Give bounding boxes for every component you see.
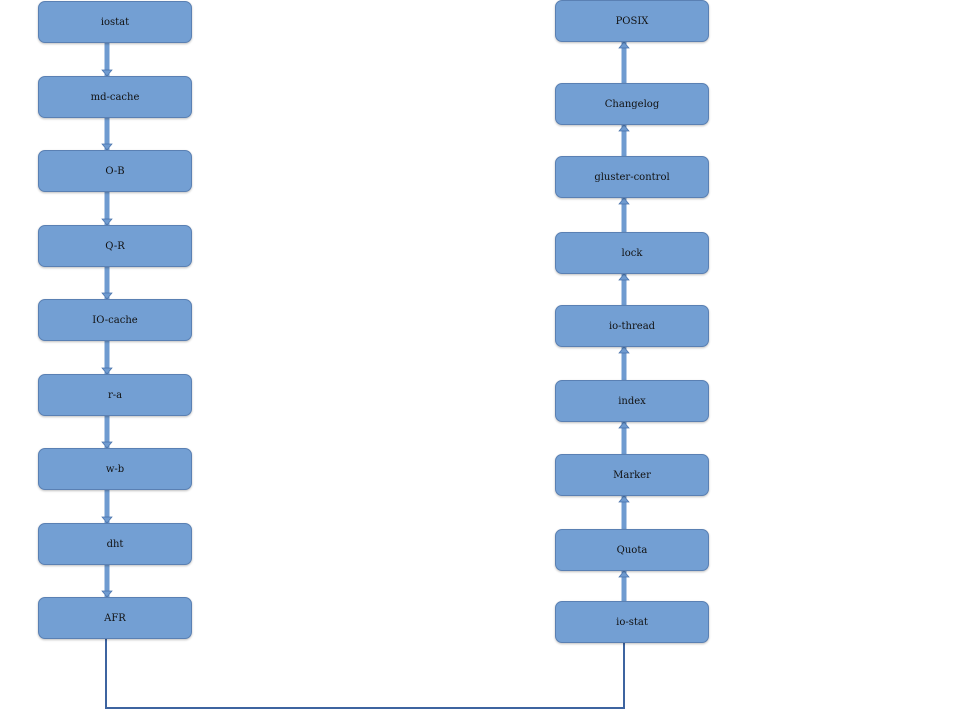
arrow-down (101, 43, 113, 77)
arrow-down (101, 490, 113, 524)
arrow-down (101, 192, 113, 226)
left-node-iostat: iostat (38, 1, 192, 43)
arrow-down (101, 341, 113, 375)
left-node-q-r: Q-R (38, 225, 192, 267)
arrow-up (618, 495, 630, 529)
arrow-up (618, 570, 630, 601)
afr-to-io-stat-connector (105, 639, 625, 709)
right-node-lock: lock (555, 232, 709, 274)
arrow-up (618, 41, 630, 83)
right-node-quota: Quota (555, 529, 709, 571)
right-node-gluster-control: gluster-control (555, 156, 709, 198)
arrow-down (101, 267, 113, 300)
right-node-changelog: Changelog (555, 83, 709, 125)
left-node-o-b: O-B (38, 150, 192, 192)
arrow-up (618, 197, 630, 232)
arrow-up (618, 346, 630, 380)
right-node-io-stat: io-stat (555, 601, 709, 643)
arrow-down (101, 118, 113, 151)
left-node-r-a: r-a (38, 374, 192, 416)
right-node-io-thread: io-thread (555, 305, 709, 347)
left-node-io-cache: IO-cache (38, 299, 192, 341)
arrow-up (618, 124, 630, 156)
right-node-marker: Marker (555, 454, 709, 496)
right-node-posix: POSIX (555, 0, 709, 42)
left-node-md-cache: md-cache (38, 76, 192, 118)
right-node-index: index (555, 380, 709, 422)
arrow-up (618, 421, 630, 454)
arrow-up (618, 273, 630, 305)
left-node-dht: dht (38, 523, 192, 565)
left-node-afr: AFR (38, 597, 192, 639)
arrow-down (101, 416, 113, 449)
arrow-down (101, 565, 113, 598)
left-node-w-b: w-b (38, 448, 192, 490)
